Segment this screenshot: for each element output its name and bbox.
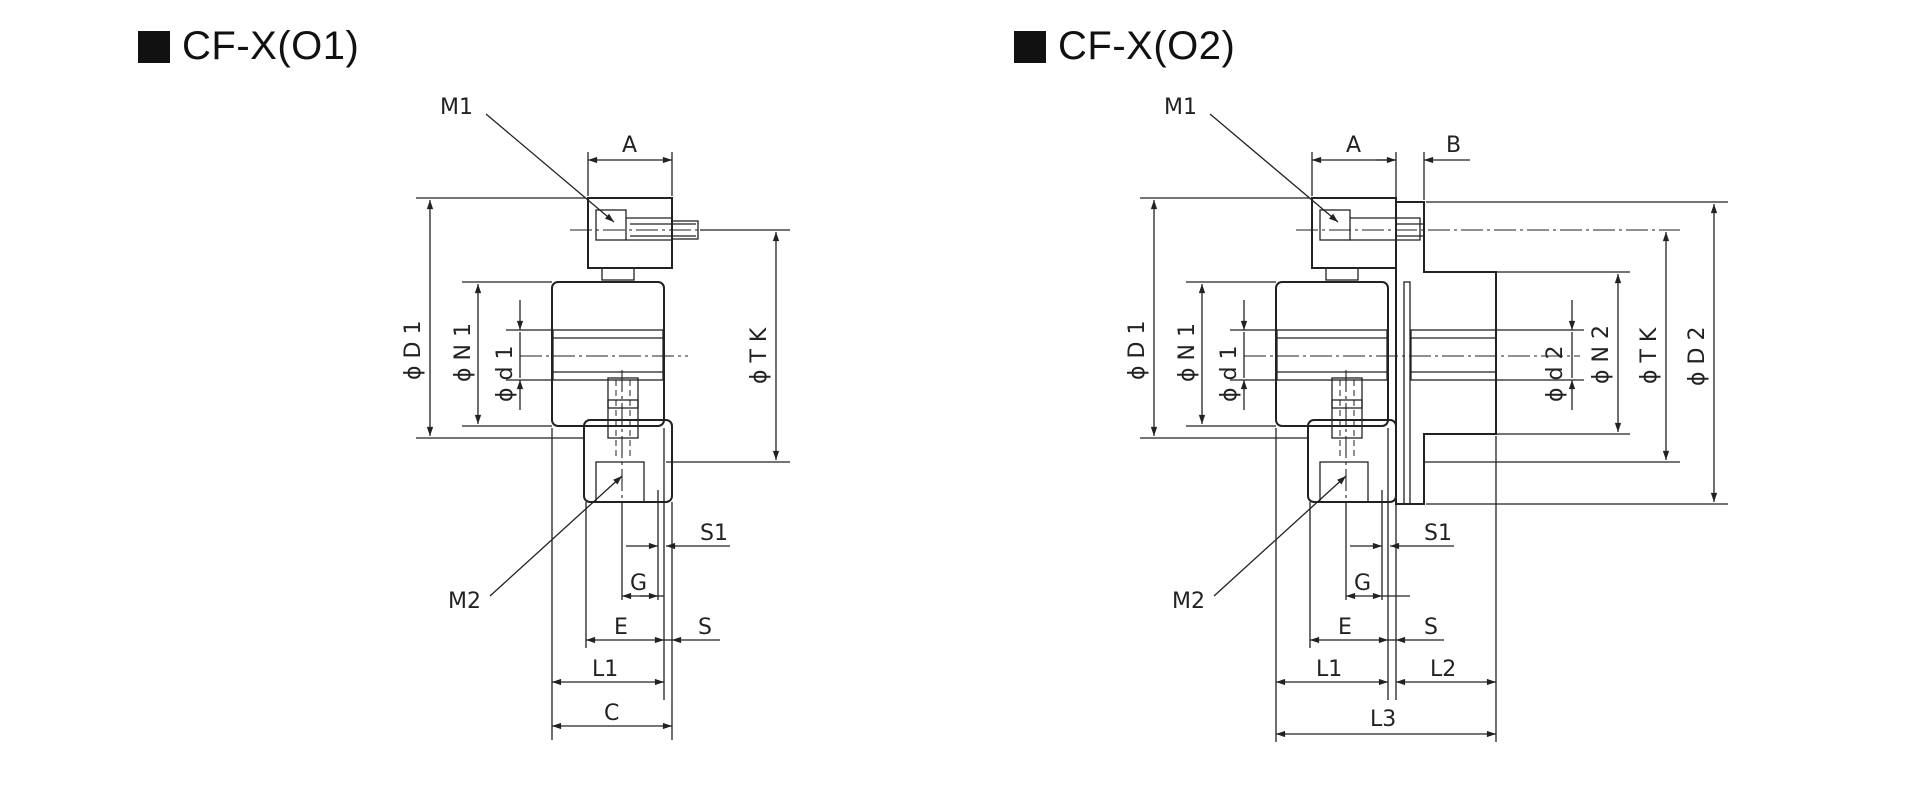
label-a: A	[1346, 133, 1361, 158]
label-c: C	[604, 701, 619, 726]
lower-clamp-section	[1307, 377, 1397, 503]
leader-m1	[1209, 113, 1339, 223]
leader-m2	[489, 475, 623, 597]
label-d2-large: ϕ D 2	[1685, 327, 1710, 386]
label-s1: S1	[1424, 521, 1452, 546]
leader-m1	[485, 113, 615, 223]
label-n1: ϕ N 1	[451, 323, 476, 382]
label-e: E	[1338, 615, 1352, 640]
label-m1: M1	[440, 95, 473, 120]
label-m2: M2	[1172, 589, 1205, 614]
label-m1: M1	[1164, 95, 1197, 120]
label-d1-small: ϕ d 1	[1217, 346, 1242, 402]
lower-clamp-section	[583, 377, 673, 503]
leader-m2	[1213, 475, 1347, 597]
label-m2: M2	[448, 589, 481, 614]
drawing-cf-x-o1: M1 M2 A ϕ D 1 ϕ N 1 ϕ d 1 ϕ T K	[401, 95, 790, 740]
label-l2: L2	[1430, 657, 1456, 682]
label-d1-small: ϕ d 1	[493, 346, 518, 402]
label-g: G	[1354, 571, 1371, 596]
label-d1: ϕ D 1	[1125, 321, 1150, 380]
drawing-cf-x-o2: M1 M2 A B ϕ D 1 ϕ N 1 ϕ d 1	[1125, 95, 1728, 742]
title-square-icon	[138, 30, 170, 63]
label-tk: ϕ T K	[747, 327, 772, 384]
clamp-ring-section	[587, 197, 699, 281]
label-a: A	[622, 133, 637, 158]
label-b: B	[1446, 133, 1461, 158]
clamp-ring-section	[1311, 197, 1421, 281]
label-n2: ϕ N 2	[1589, 325, 1614, 384]
label-s: S	[698, 615, 712, 640]
label-l1: L1	[592, 657, 618, 682]
label-s: S	[1424, 615, 1438, 640]
label-l1: L1	[1316, 657, 1342, 682]
label-d2: ϕ d 2	[1543, 346, 1568, 402]
label-tk: ϕ T K	[1637, 327, 1662, 384]
label-d1: ϕ D 1	[401, 321, 426, 380]
title-cf-x-o1: CF-X(O1)	[138, 24, 359, 69]
title-text: CF-X(O2)	[1058, 24, 1236, 68]
label-l3: L3	[1370, 707, 1396, 732]
title-cf-x-o2: CF-X(O2)	[1014, 24, 1235, 69]
label-e: E	[614, 615, 628, 640]
title-text: CF-X(O1)	[182, 24, 360, 68]
label-n1: ϕ N 1	[1175, 323, 1200, 382]
label-s1: S1	[700, 521, 728, 546]
flange-hub-section	[1395, 201, 1497, 505]
label-g: G	[630, 571, 647, 596]
title-square-icon	[1014, 30, 1046, 63]
